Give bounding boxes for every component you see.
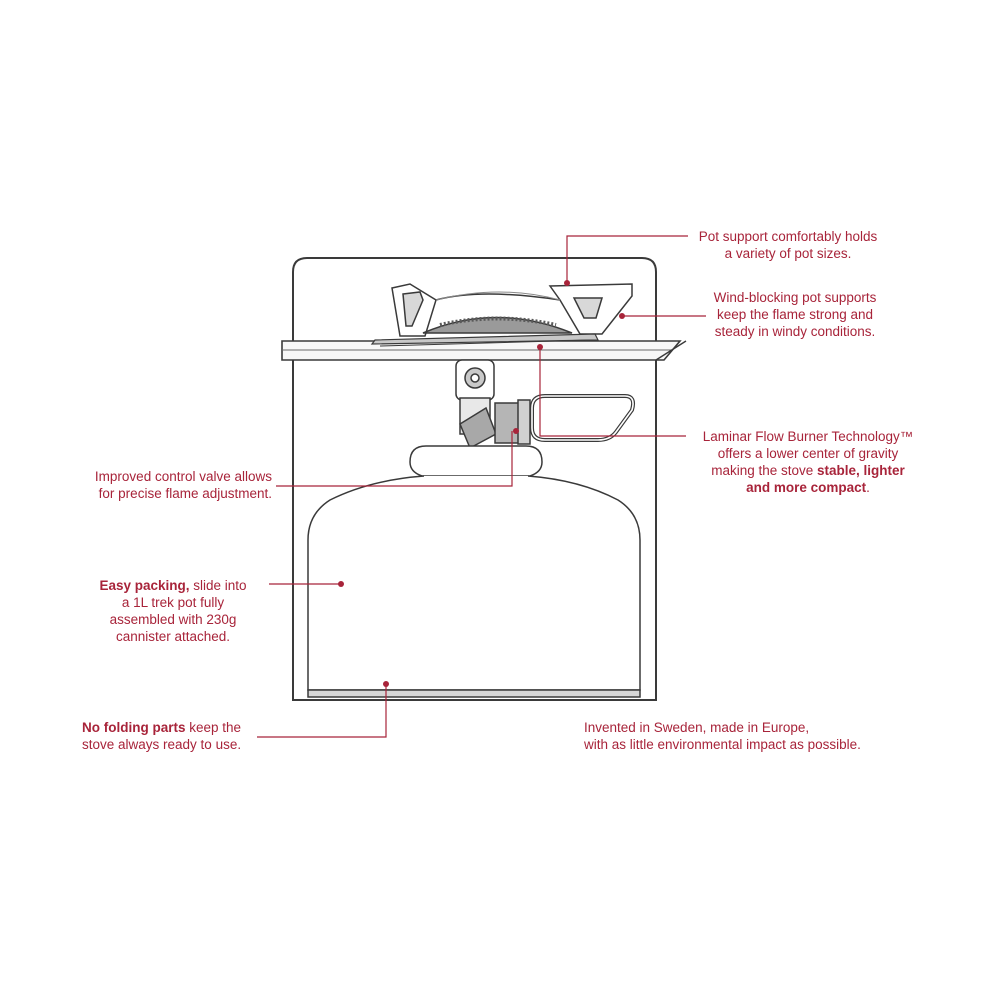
callout-lines <box>257 235 706 738</box>
callout-emphasis: No folding parts <box>82 720 186 735</box>
callout-line: Improved control valve allows <box>94 469 272 484</box>
callout-dots <box>338 280 625 687</box>
callout-emphasis: Easy packing, <box>99 578 190 593</box>
callout-no-folding: No folding parts keep the stove always r… <box>82 719 282 753</box>
callout-line: and more compact. <box>688 479 928 496</box>
callout-line: a variety of pot sizes. <box>724 246 852 261</box>
callout-laminar-flow: Laminar Flow Burner Technology™ offers a… <box>688 428 928 496</box>
callout-wind-blocking: Wind-blocking pot supports keep the flam… <box>700 289 890 340</box>
callout-easy-packing: Easy packing, slide into a 1L trek pot f… <box>80 577 266 645</box>
callout-text: making the stove <box>711 463 818 478</box>
callout-line: steady in windy conditions. <box>714 324 876 339</box>
callout-line: No folding parts keep the <box>82 719 282 736</box>
callout-line: cannister attached. <box>115 629 231 644</box>
callout-line: Easy packing, slide into <box>80 577 266 594</box>
pot-rim <box>281 340 687 361</box>
callout-line: stove always ready to use. <box>82 737 242 752</box>
burner-head <box>370 316 599 347</box>
gas-canister <box>307 445 641 698</box>
callout-line: assembled with 230g <box>109 612 237 627</box>
pot-support <box>391 283 633 337</box>
callout-text: keep the <box>185 720 242 735</box>
callout-emphasis: and more compact <box>746 480 867 495</box>
callout-text: . <box>866 480 870 495</box>
callout-control-valve: Improved control valve allows for precis… <box>60 468 272 502</box>
callout-line: making the stove stable, lighter <box>688 462 928 479</box>
callout-text: slide into <box>189 578 247 593</box>
callout-line: Laminar Flow Burner Technology™ <box>702 429 914 444</box>
callout-line: keep the flame strong and <box>716 307 874 322</box>
callout-line: Wind-blocking pot supports <box>713 290 877 305</box>
pot-outline <box>292 257 657 701</box>
callout-emphasis: stable, lighter <box>817 463 905 478</box>
control-valve-handle <box>530 394 636 442</box>
callout-line: for precise flame adjustment. <box>98 486 272 501</box>
callout-line: Pot support comfortably holds <box>698 229 878 244</box>
valve-stem <box>455 359 531 450</box>
callout-pot-support: Pot support comfortably holds a variety … <box>684 228 892 262</box>
callout-line: a 1L trek pot fully <box>121 595 225 610</box>
callout-line: Invented in Sweden, made in Europe, <box>584 720 810 735</box>
callout-line: with as little environmental impact as p… <box>584 737 861 752</box>
callout-line: offers a lower center of gravity <box>717 446 899 461</box>
callout-invented: Invented in Sweden, made in Europe, with… <box>584 719 914 753</box>
